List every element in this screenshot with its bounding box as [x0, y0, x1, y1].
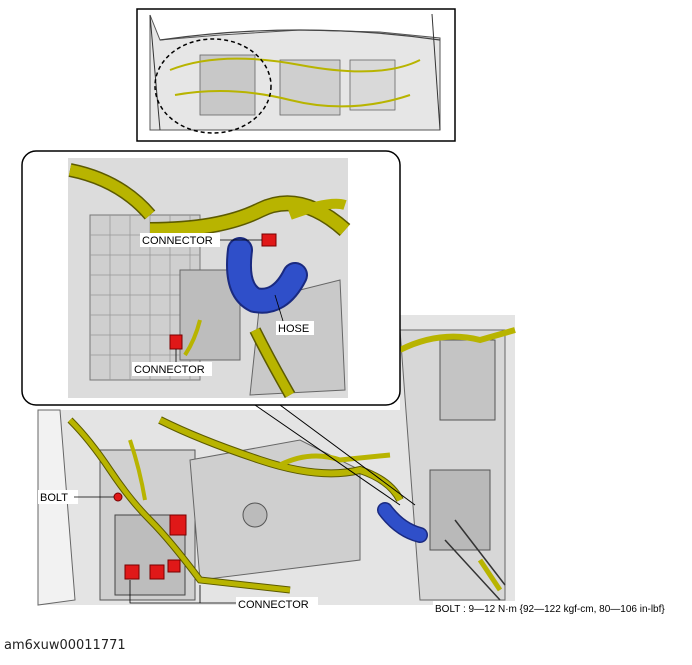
callout-leader — [254, 404, 416, 506]
label-bolt: BOLT — [38, 490, 114, 504]
main-drawing — [37, 315, 516, 606]
label-hose: HOSE — [274, 294, 314, 335]
label-connector-mid: CONNECTOR — [132, 349, 212, 376]
svg-text:CONNECTOR: CONNECTOR — [238, 599, 309, 611]
overview-inset — [136, 8, 456, 142]
svg-text:HOSE: HOSE — [278, 323, 309, 335]
svg-text:CONNECTOR: CONNECTOR — [134, 364, 205, 376]
svg-text:CONNECTOR: CONNECTOR — [142, 235, 213, 247]
svg-text:BOLT: BOLT — [40, 492, 68, 504]
label-connector-top: CONNECTOR — [140, 233, 262, 247]
figure-id-caption: am6xuw00011771 — [4, 638, 126, 653]
label-bolt-torque: BOLT : 9—12 N·m {92—122 kgf-cm, 80—106 i… — [433, 601, 685, 616]
label-connector-bottom: CONNECTOR — [129, 580, 318, 611]
svg-text:BOLT : 9—12 N·m {92—122 kgf-cm: BOLT : 9—12 N·m {92—122 kgf-cm, 80—106 i… — [435, 604, 665, 615]
